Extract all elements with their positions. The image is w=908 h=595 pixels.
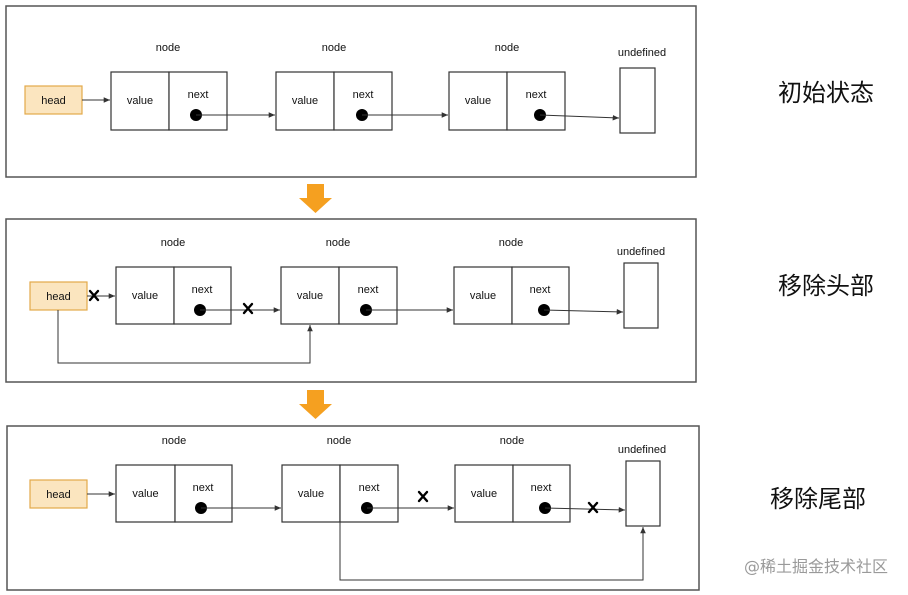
node-caption: node <box>162 435 186 447</box>
watermark-text: @稀土掘金技术社区 <box>744 557 888 576</box>
panel-remove-head: node node node undefined head value next… <box>5 218 874 383</box>
next-pointer-arrow <box>543 309 624 315</box>
list-node: value next <box>110 71 228 131</box>
node-caption: node <box>495 42 519 54</box>
value-cell <box>453 266 513 325</box>
next-pointer-arrow <box>539 114 620 121</box>
undefined-caption: undefined <box>618 47 666 59</box>
next-label: next <box>193 482 214 494</box>
node-caption: node <box>499 237 523 249</box>
value-label: value <box>298 488 324 500</box>
next-label: next <box>526 89 547 101</box>
value-label: value <box>132 290 158 302</box>
removed-link-cross-icon <box>417 490 429 503</box>
value-label: value <box>470 290 496 302</box>
next-cell <box>333 71 393 131</box>
list-node: value next <box>275 71 393 131</box>
undefined-caption: undefined <box>618 444 666 456</box>
state-title: 初始状态 <box>778 79 874 107</box>
state-title: 移除头部 <box>778 272 874 300</box>
next-label: next <box>192 284 213 296</box>
next-pointer-arrow <box>544 507 626 513</box>
head-label: head <box>41 95 65 107</box>
node-caption: node <box>500 435 524 447</box>
removed-link-cross-icon <box>242 302 254 315</box>
value-cell <box>280 266 340 325</box>
next-cell <box>168 71 228 131</box>
removed-link-cross-icon <box>88 289 100 302</box>
list-node: value next <box>281 464 399 523</box>
next-label: next <box>359 482 380 494</box>
undefined-caption: undefined <box>617 246 665 258</box>
next-label: next <box>353 89 374 101</box>
new-head-pointer-arrow <box>57 310 313 364</box>
panel-remove-tail: node node node undefined head value next… <box>6 425 866 591</box>
list-node: value next <box>115 266 232 325</box>
head-label: head <box>46 291 70 303</box>
list-node: value next <box>280 266 398 325</box>
next-label: next <box>188 89 209 101</box>
head-box <box>24 85 83 115</box>
value-label: value <box>465 95 491 107</box>
value-cell <box>115 266 175 325</box>
list-node: value next <box>115 464 233 523</box>
head-label: head <box>46 489 70 501</box>
removed-link-cross-icon <box>587 501 599 514</box>
list-node: value next <box>448 71 566 131</box>
next-label: next <box>530 284 551 296</box>
head-box <box>29 479 88 509</box>
down-arrow-icon <box>299 390 332 419</box>
node-caption: node <box>161 237 185 249</box>
next-label: next <box>358 284 379 296</box>
next-label: next <box>531 482 552 494</box>
undefined-box <box>625 460 661 527</box>
node-caption: node <box>327 435 351 447</box>
list-node: value next <box>453 266 570 325</box>
node-caption: node <box>156 42 180 54</box>
new-tail-pointer-arrow <box>339 522 646 581</box>
value-label: value <box>292 95 318 107</box>
head-box <box>29 281 88 311</box>
value-label: value <box>297 290 323 302</box>
value-label: value <box>132 488 158 500</box>
value-label: value <box>471 488 497 500</box>
undefined-box <box>623 262 659 329</box>
next-cell <box>506 71 566 131</box>
node-caption: node <box>322 42 346 54</box>
panel-initial-state: node node node undefined head value next… <box>5 5 874 178</box>
value-cell <box>110 71 170 131</box>
node-caption: node <box>326 237 350 249</box>
state-title: 移除尾部 <box>770 485 866 513</box>
value-cell <box>281 464 341 523</box>
value-cell <box>115 464 176 523</box>
undefined-box <box>619 67 656 134</box>
value-label: value <box>127 95 153 107</box>
value-cell <box>454 464 514 523</box>
down-arrow-icon <box>299 184 332 213</box>
value-cell <box>448 71 508 131</box>
list-node: value next <box>454 464 571 523</box>
